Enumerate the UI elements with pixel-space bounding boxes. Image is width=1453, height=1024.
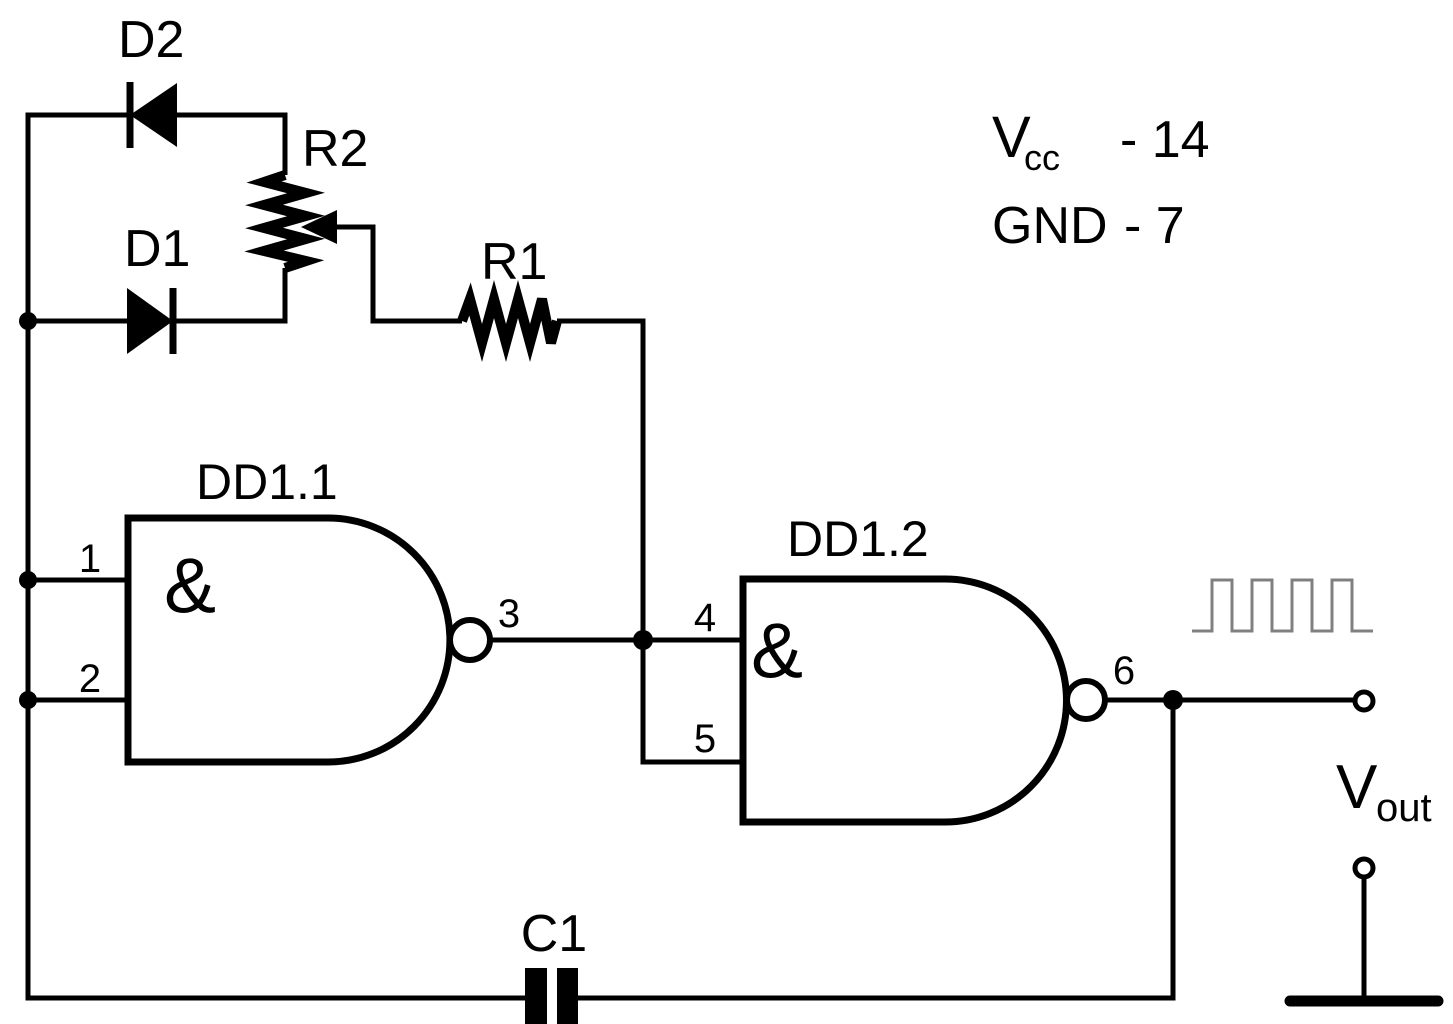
output-section: V out xyxy=(1192,578,1444,1007)
resistor-r2-zigzag-icon xyxy=(244,170,325,273)
pin5-number: 5 xyxy=(694,717,716,761)
junction-dot xyxy=(19,312,37,330)
pin4-number: 4 xyxy=(694,596,716,640)
diode-d2: D2 xyxy=(118,11,184,148)
gnd-label: GND xyxy=(992,197,1108,255)
nand-gate-1-inversion-bubble-icon xyxy=(447,617,493,663)
resistor-r2-label: R2 xyxy=(302,120,368,178)
diode-d1: D1 xyxy=(124,220,190,354)
left-rail-wire xyxy=(25,112,525,1001)
nand-gate-1-label: DD1.1 xyxy=(196,454,338,510)
diode-d1-label: D1 xyxy=(124,220,190,278)
vout-label: V xyxy=(1336,753,1378,822)
ground-terminal-icon xyxy=(1352,856,1376,880)
pin1-number: 1 xyxy=(79,537,101,581)
d1-branch-wire xyxy=(28,268,288,324)
r2-wiper-arrow-icon xyxy=(301,210,337,244)
feedback-bottom-wire xyxy=(578,700,1176,1001)
junction-dot xyxy=(1163,690,1183,710)
nand-gate-dd1-2: & DD1.2 4 5 6 xyxy=(694,511,1135,826)
vout-subscript: out xyxy=(1376,786,1432,830)
diode-d1-triangle-icon xyxy=(127,288,173,354)
capacitor-c1: C1 xyxy=(521,905,587,1024)
nand-gate-2-label: DD1.2 xyxy=(787,511,929,567)
wires xyxy=(25,112,1355,1001)
pin3-number: 3 xyxy=(498,592,520,636)
wiper-to-r1-wire xyxy=(335,224,462,324)
resistor-r1: R1 xyxy=(457,233,562,363)
nand-gate-2-inversion-bubble-icon xyxy=(1064,678,1108,722)
vcc-pin-value: - 14 xyxy=(1120,111,1210,169)
capacitor-c1-label: C1 xyxy=(521,905,587,963)
resistor-r1-label: R1 xyxy=(481,233,547,291)
square-wave-icon xyxy=(1192,578,1373,633)
diode-d2-triangle-icon xyxy=(130,83,177,147)
junction-dot xyxy=(633,630,653,650)
power-supply-note: V cc - 14 GND - 7 xyxy=(992,105,1210,255)
vcc-label: V xyxy=(992,105,1031,170)
nand-gate-2-and-symbol: & xyxy=(751,606,803,694)
junction-dot xyxy=(19,691,37,709)
junction-dots xyxy=(19,312,1183,710)
potentiometer-r2: R2 xyxy=(244,120,368,273)
diode-d2-label: D2 xyxy=(118,11,184,69)
gnd-pin-value: - 7 xyxy=(1124,197,1185,255)
capacitor-c1-plate-left-icon xyxy=(525,968,547,1024)
r1-to-pin5-wire xyxy=(557,318,743,765)
junction-dot xyxy=(19,571,37,589)
pin2-number: 2 xyxy=(79,657,101,701)
capacitor-c1-plate-right-icon xyxy=(557,968,578,1024)
nand-gate-1-and-symbol: & xyxy=(164,541,216,629)
vcc-subscript: cc xyxy=(1024,137,1060,178)
resistor-r1-zigzag-icon xyxy=(457,279,562,363)
nand-gate-dd1-1: & DD1.1 1 2 3 xyxy=(79,454,520,766)
output-terminal-icon xyxy=(1352,689,1376,713)
pin6-number: 6 xyxy=(1113,649,1135,693)
